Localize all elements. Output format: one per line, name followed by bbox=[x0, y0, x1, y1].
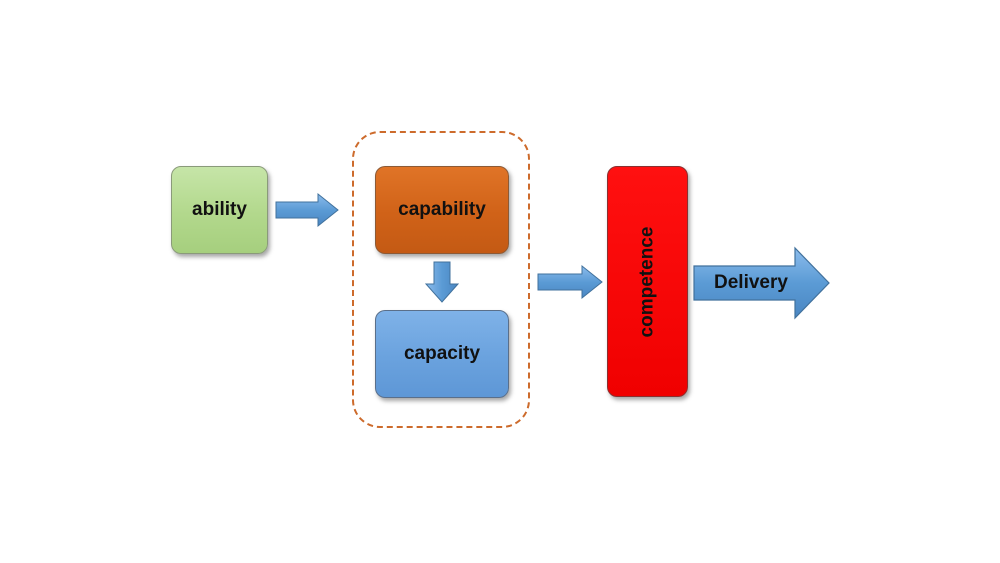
arrow-capability-to-capacity bbox=[424, 261, 460, 303]
node-capability: capability bbox=[375, 166, 509, 254]
arrow-group-to-competence bbox=[537, 264, 603, 300]
capability-capacity-group bbox=[352, 131, 530, 428]
delivery-arrow bbox=[693, 246, 830, 320]
arrow-ability-to-group bbox=[275, 192, 339, 228]
node-competence-label: competence bbox=[636, 226, 658, 337]
node-capacity: capacity bbox=[375, 310, 509, 398]
node-capability-label: capability bbox=[398, 199, 486, 220]
node-ability-label: ability bbox=[192, 199, 247, 220]
node-capacity-label: capacity bbox=[403, 343, 481, 364]
node-competence: competence bbox=[607, 166, 688, 397]
delivery-label: Delivery bbox=[714, 272, 788, 293]
node-ability: ability bbox=[171, 166, 268, 254]
